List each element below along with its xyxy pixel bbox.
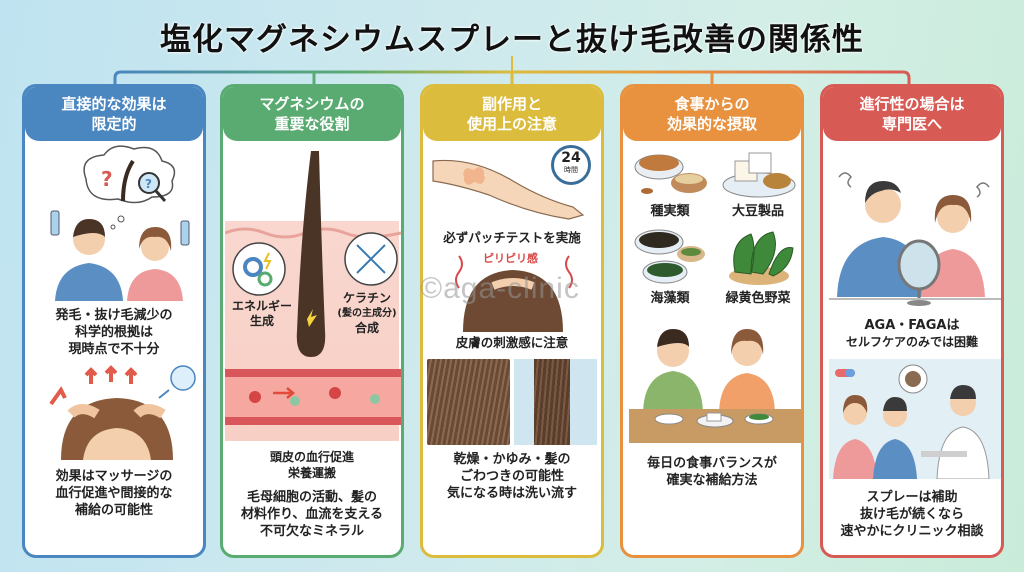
family-meal-illustration (629, 329, 801, 443)
frizzy-hair-photo (514, 359, 597, 445)
tingle-label: ピリピリ感 (483, 252, 538, 265)
card-direct-effect: 直接的な効果は 限定的 ? ? 発毛・抜け毛減少の 科学的根拠は 現時点で不十分… (22, 84, 206, 558)
caption-line: 抜け毛が続くなら (859, 507, 964, 522)
patch-test-illustration: 24 時間 (423, 141, 601, 229)
caption-line: 頭皮の血行促進 (269, 450, 354, 464)
caption-patch-test: 必ずパッチテストを実施 (443, 230, 581, 245)
card-header: 直接的な効果は 限定的 (25, 87, 203, 141)
caption-line: 血行促進や間接的な (55, 486, 173, 501)
caption-massage-effect: 効果はマッサージの 血行促進や間接的な 補給の可能性 (25, 468, 203, 519)
svg-text:?: ? (101, 167, 113, 191)
hair-follicle-illustration: エネルギー 生成 ケラチン (髪の主成分) 合成 (225, 141, 401, 441)
caption-consult-clinic: スプレーは補助 抜け毛が続くなら 速やかにクリニック相談 (823, 489, 1001, 540)
food-label: 大豆製品 (731, 204, 784, 219)
caption-line: ごわつきの可能性 (459, 469, 564, 484)
food-label: 海藻類 (650, 291, 690, 306)
caption-line: 材料作り、血流を支える (240, 507, 384, 522)
dry-scalp-photo (427, 359, 510, 445)
header-line: 直接的な効果は (61, 95, 167, 113)
header-line: 限定的 (91, 115, 137, 133)
header-line: 食事からの (674, 95, 750, 113)
scalp-massage-illustration (49, 365, 196, 460)
label-line: ケラチン (342, 291, 391, 305)
card-header: 進行性の場合は 専門医へ (823, 87, 1001, 141)
timer-value: 24 (561, 150, 581, 166)
food-item-soy: 大豆製品 (717, 147, 799, 220)
card-dietary-intake: 食事からの 効果的な摂取 種実類 大豆製品 海藻類 緑黄色野菜 毎日の食事バラン… (620, 84, 804, 558)
caption-line: セルフケアのみでは困難 (845, 335, 978, 349)
caption-diet-balance: 毎日の食事バランスが 確実な補給方法 (623, 455, 801, 489)
header-line: 重要な役割 (274, 115, 350, 133)
caption-skin-irritation: 皮膚の刺激感に注意 (455, 335, 569, 350)
header-line: 効果的な摂取 (666, 115, 757, 133)
card-magnesium-role: マグネシウムの 重要な役割 エネルギー 生成 ケラチン (髪の主成分) 合 (220, 84, 404, 558)
food-grid: 種実類 大豆製品 海藻類 緑黄色野菜 (623, 141, 801, 307)
header-line: 進行性の場合は (859, 95, 965, 113)
caption-line: 発毛・抜け毛減少の (55, 308, 173, 323)
watermark: ©aga-clinic (420, 272, 580, 305)
caption-dryness-warning: 乾燥・かゆみ・髪の ごわつきの可能性 気になる時は洗い流す (423, 451, 601, 502)
card-header: 食事からの 効果的な摂取 (623, 87, 801, 141)
food-item-nuts: 種実類 (629, 147, 711, 220)
caption-line: 毛母細胞の活動、髪の (246, 490, 377, 505)
label-line: 生成 (249, 314, 274, 328)
card-see-specialist: 進行性の場合は 専門医へ AGA・FAGAは セルフケアのみでは困難 スプレーは… (820, 84, 1004, 558)
label-line: 合成 (354, 321, 379, 335)
caption-line: 確実な補給方法 (666, 473, 758, 488)
caption-line: 科学的根拠は (74, 325, 153, 340)
caption-line: 気になる時は洗い流す (446, 486, 577, 501)
worried-couple-mirror-illustration (829, 172, 1001, 306)
card-header: 副作用と 使用上の注意 (423, 87, 601, 141)
caption-line: 毎日の食事バランスが (647, 456, 777, 471)
header-line: 副作用と (481, 95, 542, 113)
couple-spray-illustration: ? ? (50, 145, 190, 301)
card-side-effects: 副作用と 使用上の注意 24 時間 必ずパッチテストを実施 ピリピリ感 皮膚の刺… (420, 84, 604, 558)
dry-hair-illustration (427, 359, 597, 445)
caption-line: 現時点で不十分 (68, 342, 160, 357)
label-line: (髪の主成分) (337, 308, 397, 319)
food-item-greens: 緑黄色野菜 (717, 224, 799, 307)
caption-line: 効果はマッサージの (55, 469, 173, 484)
timer-unit: 時間 (564, 166, 578, 174)
label-keratin-synthesis: ケラチン (髪の主成分) 合成 (329, 291, 401, 336)
caption-essential-mineral: 毛母細胞の活動、髪の 材料作り、血流を支える 不可欠なミネラル (223, 489, 401, 540)
label-energy-generation: エネルギー 生成 (227, 299, 297, 329)
caption-aga-faga: AGA・FAGAは セルフケアのみでは困難 (823, 317, 1001, 351)
page-title: 塩化マグネシウムスプレーと抜け毛改善の関係性 (160, 22, 864, 58)
caption-line: 速やかにクリニック相談 (840, 524, 984, 539)
header-line: 使用上の注意 (466, 115, 557, 133)
caption-no-evidence: 発毛・抜け毛減少の 科学的根拠は 現時点で不十分 (25, 307, 203, 358)
caption-line: スプレーは補助 (866, 490, 958, 505)
label-line: エネルギー (231, 299, 292, 313)
svg-text:?: ? (145, 177, 152, 191)
header-line: マグネシウムの (259, 95, 365, 113)
food-item-seaweed: 海藻類 (629, 224, 711, 307)
caption-line: 不可欠なミネラル (259, 524, 364, 539)
header-line: 専門医へ (881, 115, 942, 133)
food-label: 緑黄色野菜 (725, 291, 791, 306)
caption-line: 補給の可能性 (74, 503, 153, 518)
doctor-consultation-illustration (829, 359, 1001, 480)
caption-line: 栄養運搬 (287, 466, 336, 480)
caption-line: 乾燥・かゆみ・髪の (453, 452, 571, 467)
food-label: 種実類 (650, 204, 690, 219)
card-header: マグネシウムの 重要な役割 (223, 87, 401, 141)
scalp-irritation-illustration: ピリピリ感 (423, 246, 601, 332)
caption-line: AGA・FAGAは (864, 318, 960, 333)
caption-blood-flow: 頭皮の血行促進 栄養運搬 (223, 449, 401, 481)
timer-24h-icon: 24 時間 (551, 145, 591, 185)
